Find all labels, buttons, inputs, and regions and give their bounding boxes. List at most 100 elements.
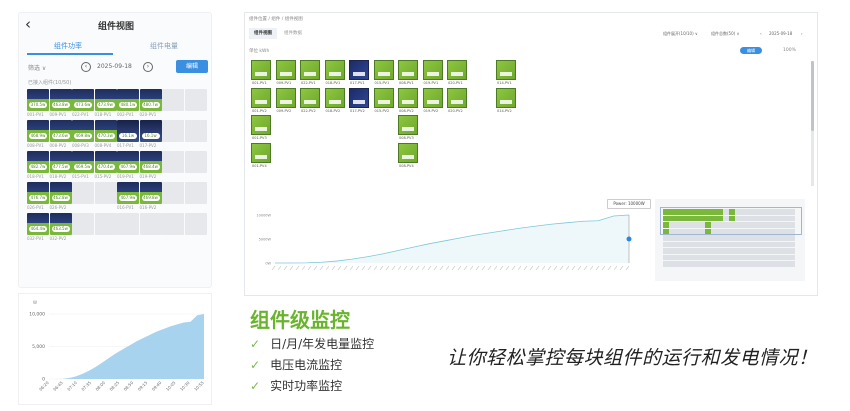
- x-tick-label-mark: [295, 265, 300, 271]
- panel-tile[interactable]: [275, 60, 296, 80]
- panel-tile[interactable]: 473.9w: [94, 89, 117, 111]
- minimap-slot: [759, 222, 765, 228]
- tab-component-power[interactable]: 组件功率: [54, 42, 82, 50]
- panel-power-badge: 473.6w: [74, 102, 92, 108]
- minimap-slot: [765, 228, 771, 234]
- panel-tile[interactable]: [373, 87, 394, 108]
- empty-slot: [184, 182, 207, 204]
- panel-tile[interactable]: [324, 87, 345, 108]
- minimap-slot: [675, 248, 681, 254]
- date-display[interactable]: 2025-09-18: [97, 63, 132, 70]
- panel-tile[interactable]: [496, 60, 516, 80]
- minimap-slot: [717, 241, 723, 247]
- panel-tile[interactable]: [398, 142, 418, 163]
- panel-tile[interactable]: 463.8w: [49, 89, 72, 111]
- panel-tile[interactable]: [496, 87, 516, 108]
- total-select[interactable]: 组件总数(50) ∨: [711, 31, 740, 36]
- minimap-slot: [705, 254, 711, 260]
- panel-tile[interactable]: 467.9w: [117, 151, 139, 173]
- minimap-slot: [741, 215, 747, 221]
- x-tick-label-mark: [583, 265, 588, 271]
- panel-tile[interactable]: 473.6w: [49, 120, 72, 142]
- panel-tile[interactable]: 482.7w: [27, 151, 49, 173]
- panel-tile[interactable]: 464.4w: [27, 213, 49, 235]
- panel-tile[interactable]: [251, 60, 271, 80]
- panel-tile[interactable]: [398, 87, 418, 108]
- panel-tile[interactable]: 467.9w: [117, 182, 139, 204]
- panel-tile[interactable]: [324, 60, 345, 80]
- panel-tile[interactable]: 470.4w: [94, 151, 117, 173]
- panel-tile[interactable]: 476.7w: [27, 182, 49, 204]
- minimap-slot: [675, 254, 681, 260]
- minimap-panel: [675, 209, 681, 215]
- zoom-level[interactable]: 100%: [783, 48, 796, 53]
- x-tick-label-mark: [493, 265, 498, 271]
- panel-tile[interactable]: 473.6w: [72, 89, 94, 111]
- panel-badge: [426, 72, 439, 76]
- panel-tile[interactable]: [300, 60, 320, 80]
- panel-tile[interactable]: 462.8w: [49, 182, 72, 204]
- panel-tile[interactable]: 463.5w: [49, 213, 72, 235]
- back-chevron-left-icon[interactable]: ‹: [25, 15, 31, 33]
- panel-tile[interactable]: [300, 87, 320, 108]
- panel-tile[interactable]: 477.5w: [49, 151, 72, 173]
- panel-tile[interactable]: [251, 142, 271, 163]
- panel-tile[interactable]: [422, 60, 443, 80]
- panel-tile[interactable]: [349, 60, 369, 80]
- minimap-slot: [729, 222, 735, 228]
- panel-tile[interactable]: [447, 60, 467, 80]
- empty-slot: [72, 213, 94, 235]
- x-tick-label-mark: [571, 265, 576, 271]
- x-tick-label-mark: [517, 265, 522, 271]
- panel-label: 008-PV1: [27, 143, 44, 148]
- breadcrumb: 组件位置 / 组件 / 组件视图: [249, 17, 303, 22]
- x-tick-label-mark: [421, 265, 426, 271]
- panel-tile[interactable]: [251, 115, 271, 135]
- expand-select[interactable]: 组件展开(10/10) ∨: [663, 31, 698, 36]
- minimap-slot: [735, 215, 741, 221]
- panel-tile[interactable]: 468.4w: [139, 151, 162, 173]
- panel-tile[interactable]: [398, 60, 418, 80]
- panel-power-badge: 469.5w: [74, 164, 92, 170]
- minimap-slot: [723, 241, 729, 247]
- panel-label: 015-PV1: [374, 81, 390, 85]
- empty-slot: [94, 182, 117, 204]
- panel-tile[interactable]: 480.7w: [139, 89, 162, 111]
- panel-tile[interactable]: 16.1w: [139, 120, 162, 142]
- panel-label: 008-PV3: [72, 143, 89, 148]
- edit-button[interactable]: 编辑: [176, 60, 208, 73]
- panel-tile[interactable]: 469.5w: [72, 151, 94, 173]
- panel-tile[interactable]: 370.5w: [27, 89, 49, 111]
- next-date-icon[interactable]: ›: [143, 62, 153, 72]
- next-date-icon[interactable]: ›: [801, 31, 803, 36]
- panel-tile[interactable]: 469.8w: [72, 120, 94, 142]
- edit-button[interactable]: 编辑: [740, 47, 762, 54]
- panel-tile[interactable]: 480.1w: [117, 89, 139, 111]
- x-tick-label-mark: [331, 265, 336, 271]
- layout-minimap[interactable]: [655, 199, 805, 281]
- panel-tile[interactable]: 469.8w: [139, 182, 162, 204]
- panel-tile[interactable]: [251, 87, 271, 108]
- panel-tile[interactable]: 468.9w: [27, 120, 49, 142]
- panel-tile[interactable]: [373, 60, 394, 80]
- x-tick-label-mark: [613, 265, 618, 271]
- date-display[interactable]: 2025-09-18: [769, 31, 793, 36]
- panel-tile[interactable]: [398, 115, 418, 135]
- panel-tile[interactable]: 16.1w: [117, 120, 139, 142]
- tab-component-view[interactable]: 组件视图: [249, 28, 277, 39]
- panel-tile[interactable]: [447, 87, 467, 108]
- panel-power-badge: 473.9w: [96, 102, 115, 108]
- panel-tile[interactable]: 470.3w: [94, 120, 117, 142]
- panel-tile[interactable]: [349, 87, 369, 108]
- minimap-slot: [759, 241, 765, 247]
- minimap-viewport[interactable]: [660, 207, 802, 235]
- tab-component-energy[interactable]: 组件电量: [150, 42, 178, 50]
- panel-tile[interactable]: [422, 87, 443, 108]
- scrollbar[interactable]: [811, 61, 814, 186]
- filter-dropdown[interactable]: 筛选 ∨: [28, 65, 47, 72]
- tab-component-data[interactable]: 组件数据: [284, 31, 302, 36]
- minimap-slot: [687, 261, 693, 267]
- prev-date-icon[interactable]: ‹: [760, 31, 762, 36]
- panel-tile[interactable]: [275, 87, 296, 108]
- prev-date-icon[interactable]: ‹: [81, 62, 91, 72]
